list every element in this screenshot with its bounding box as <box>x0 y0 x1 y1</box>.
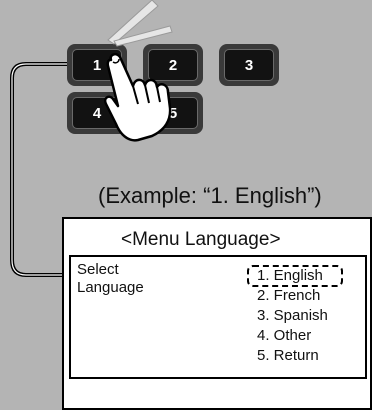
key-3-button[interactable]: 3 <box>219 44 279 86</box>
menu-panel: Select Language 1. English 2. French 3. … <box>69 255 367 379</box>
key-2-label: 2 <box>168 56 178 74</box>
option-other[interactable]: 4. Other <box>257 327 312 344</box>
option-spanish[interactable]: 3. Spanish <box>257 307 328 324</box>
select-label: Select <box>77 261 119 278</box>
language-label: Language <box>77 279 144 296</box>
option-french[interactable]: 2. French <box>257 287 321 304</box>
selected-option-highlight <box>247 265 343 287</box>
menu-title: <Menu Language> <box>121 229 281 250</box>
example-caption: (Example: “1. English”) <box>98 183 322 208</box>
menu-screen: <Menu Language> Select Language 1. Engli… <box>62 217 372 410</box>
key-4-label: 4 <box>92 104 102 122</box>
key-3-label: 3 <box>244 56 254 74</box>
key-5-label: 5 <box>168 104 178 122</box>
option-return[interactable]: 5. Return <box>257 347 319 364</box>
key-1-label: 1 <box>92 56 102 74</box>
key-4-button[interactable]: 4 <box>67 92 127 134</box>
option-english[interactable]: 1. English <box>257 267 323 284</box>
key-2-button[interactable]: 2 <box>143 44 203 86</box>
